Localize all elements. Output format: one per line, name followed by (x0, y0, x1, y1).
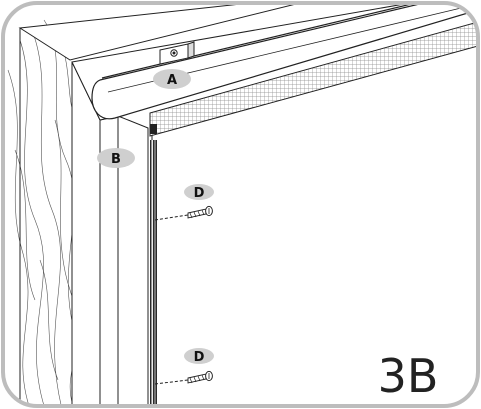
svg-text:B: B (111, 152, 121, 167)
callout-b: B (97, 148, 135, 168)
callout-a: A (153, 69, 191, 89)
step-label: 3B (378, 349, 439, 403)
callout-d-top: D (184, 184, 214, 201)
screw-bottom (154, 370, 213, 385)
mounting-bracket (159, 41, 195, 65)
svg-text:D: D (194, 186, 205, 201)
svg-text:A: A (167, 73, 177, 88)
svg-text:D: D (194, 350, 205, 365)
side-channel (150, 140, 157, 406)
screw-top (154, 205, 213, 221)
callout-d-bottom: D (184, 348, 214, 365)
